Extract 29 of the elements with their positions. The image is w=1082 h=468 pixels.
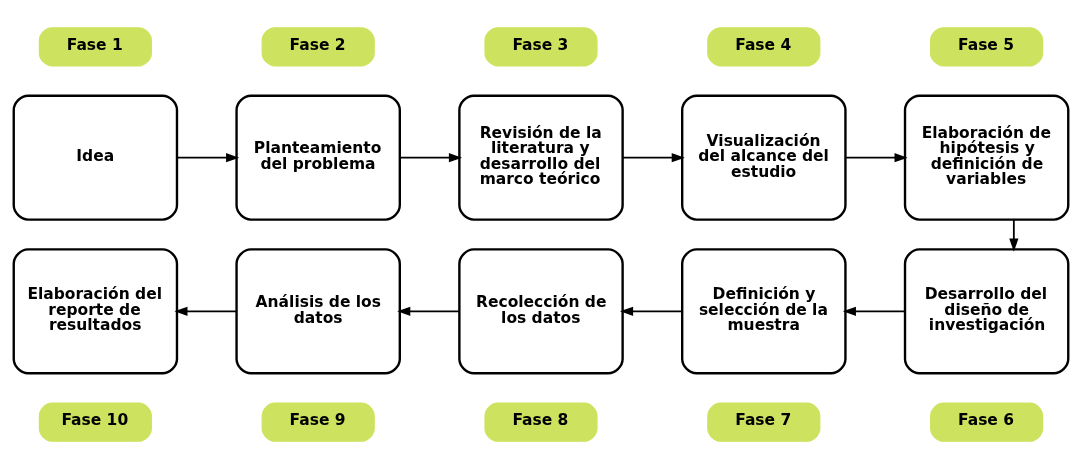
node-box: Fase 7: [707, 402, 821, 442]
node-box: Elaboración de hipótesis y definición de variables: [903, 94, 1070, 221]
node-box: Fase 9: [261, 402, 375, 442]
arrow: [176, 152, 240, 162]
node-box: Planteamiento del problema: [235, 94, 401, 221]
node-box: Definición y selección de la muestra: [681, 247, 847, 374]
node-box: Revisión de la literatura y desarrollo del marco teórico: [458, 94, 624, 221]
node-box: Fase 4: [707, 26, 821, 66]
node-box: Idea: [12, 94, 179, 221]
arrow: [397, 306, 461, 316]
arrow: [844, 152, 908, 162]
node-box: Fase 8: [484, 402, 598, 442]
node-box: Desarrollo del diseño de investigación: [903, 247, 1070, 374]
node-box: Fase 5: [930, 26, 1044, 66]
arrow: [620, 306, 684, 316]
arrow: [174, 306, 238, 316]
arrow: [842, 306, 906, 316]
node-box: Visualización del alcance del estudio: [681, 94, 847, 221]
node-box: Fase 2: [261, 26, 375, 66]
arrow: [621, 152, 685, 162]
arrow: [1009, 218, 1019, 252]
node-box: Elaboración del reporte de resultados: [12, 247, 179, 374]
node-box: Fase 10: [38, 402, 152, 442]
node-box: Fase 6: [930, 402, 1044, 442]
arrow: [399, 152, 463, 162]
node-box: Análisis de los datos: [235, 247, 401, 374]
node-box: Fase 1: [38, 26, 152, 66]
node-box: Fase 3: [484, 26, 598, 66]
node-box: Recolección de los datos: [458, 247, 624, 374]
